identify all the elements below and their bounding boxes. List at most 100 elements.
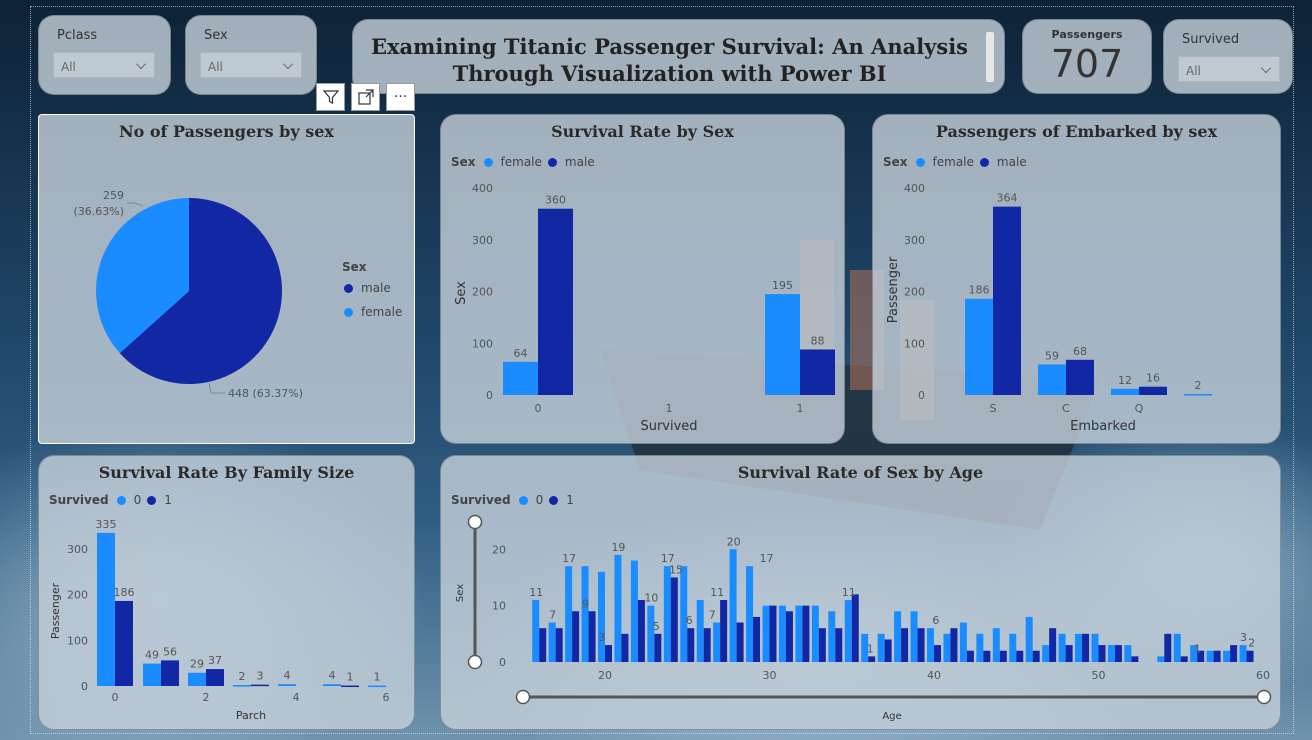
bar-female[interactable] bbox=[965, 298, 993, 395]
bar-0[interactable] bbox=[97, 532, 115, 686]
pie-slice-female[interactable] bbox=[95, 198, 189, 354]
bar-survived-1[interactable] bbox=[670, 577, 678, 662]
bar-survived-1[interactable] bbox=[950, 628, 958, 662]
title-scrollbar[interactable] bbox=[986, 32, 994, 82]
bar-survived-0[interactable] bbox=[581, 566, 589, 662]
bar-survived-1[interactable] bbox=[637, 600, 645, 662]
bar-survived-1[interactable] bbox=[687, 628, 695, 662]
bar-0[interactable] bbox=[368, 685, 386, 688]
survived-dropdown[interactable]: All bbox=[1178, 56, 1280, 82]
legend-label[interactable]: male bbox=[996, 155, 1027, 169]
bar-survived-1[interactable] bbox=[1246, 650, 1254, 662]
bar-survived-0[interactable] bbox=[910, 611, 918, 662]
bar-survived-0[interactable] bbox=[1239, 645, 1247, 662]
bar-survived-1[interactable] bbox=[1114, 645, 1122, 662]
bar-survived-0[interactable] bbox=[762, 605, 770, 662]
legend-item-male[interactable]: male bbox=[344, 281, 391, 295]
bar-survived-1[interactable] bbox=[555, 628, 563, 662]
bar-survived-0[interactable] bbox=[959, 622, 967, 662]
legend-label[interactable]: female bbox=[500, 155, 542, 169]
bar-survived-0[interactable] bbox=[746, 566, 754, 662]
passengers-by-sex-card[interactable]: No of Passengers by sex 448 (63.37%)259(… bbox=[38, 114, 415, 444]
bar-survived-0[interactable] bbox=[630, 560, 638, 662]
bar-survived-1[interactable] bbox=[736, 622, 744, 662]
bar-male[interactable] bbox=[1066, 359, 1094, 395]
bar-1[interactable] bbox=[115, 600, 133, 686]
bar-1[interactable] bbox=[251, 684, 269, 687]
bar-survived-1[interactable] bbox=[1032, 650, 1040, 662]
bar-survived-0[interactable] bbox=[565, 566, 573, 662]
bar-survived-1[interactable] bbox=[884, 639, 892, 662]
bar-survived-1[interactable] bbox=[1016, 650, 1024, 662]
bar-survived-0[interactable] bbox=[828, 611, 836, 662]
bar-survived-1[interactable] bbox=[621, 633, 629, 662]
bar-male[interactable] bbox=[1139, 386, 1167, 395]
bar-survived-0[interactable] bbox=[713, 622, 721, 662]
bar-0[interactable] bbox=[143, 663, 161, 686]
bar-survived-0[interactable] bbox=[1157, 656, 1165, 662]
bar-survived-0[interactable] bbox=[976, 633, 984, 662]
bar-survived-1[interactable] bbox=[753, 616, 761, 662]
embarked-by-sex-card[interactable]: Passengers of Embarked by sex Sex female… bbox=[872, 114, 1281, 444]
bar-survived-1[interactable] bbox=[1098, 645, 1106, 662]
bar-male[interactable] bbox=[800, 349, 835, 395]
bar-1[interactable] bbox=[341, 685, 359, 688]
bar-female[interactable] bbox=[765, 294, 800, 395]
bar-survived-0[interactable] bbox=[729, 549, 737, 662]
bar-survived-1[interactable] bbox=[1197, 650, 1205, 662]
bar-survived-0[interactable] bbox=[992, 628, 1000, 662]
bar-survived-1[interactable] bbox=[720, 600, 728, 662]
bar-survived-0[interactable] bbox=[894, 611, 902, 662]
bar-survived-1[interactable] bbox=[654, 633, 662, 662]
bar-male[interactable] bbox=[993, 206, 1021, 395]
bar-survived-0[interactable] bbox=[1042, 645, 1050, 662]
bar-survived-0[interactable] bbox=[647, 605, 655, 662]
bar-survived-1[interactable] bbox=[588, 611, 596, 662]
bar-survived-1[interactable] bbox=[835, 628, 843, 662]
bar-survived-0[interactable] bbox=[680, 566, 688, 662]
focus-mode-button[interactable] bbox=[351, 83, 380, 111]
bar-survived-1[interactable] bbox=[1164, 633, 1172, 662]
bar-survived-1[interactable] bbox=[1131, 656, 1139, 662]
bar-survived-1[interactable] bbox=[605, 645, 612, 662]
bar-survived-0[interactable] bbox=[1058, 633, 1066, 662]
bar-0[interactable] bbox=[188, 672, 206, 686]
bar-survived-0[interactable] bbox=[844, 600, 852, 662]
bar-survived-0[interactable] bbox=[614, 554, 622, 662]
bar-survived-1[interactable] bbox=[1065, 645, 1073, 662]
y-range-slider-handle-bottom[interactable] bbox=[467, 654, 483, 670]
bar-survived-1[interactable] bbox=[901, 628, 909, 662]
bar-1[interactable] bbox=[206, 669, 224, 686]
bar-survived-1[interactable] bbox=[966, 650, 974, 662]
bar-survived-1[interactable] bbox=[539, 628, 547, 662]
bar-survived-1[interactable] bbox=[802, 605, 810, 662]
bar-survived-0[interactable] bbox=[795, 605, 803, 662]
bar-survived-1[interactable] bbox=[572, 611, 580, 662]
bar-survived-0[interactable] bbox=[1190, 645, 1198, 662]
bar-survived-1[interactable] bbox=[1213, 650, 1221, 662]
legend-label[interactable]: male bbox=[564, 155, 595, 169]
bar-survived-1[interactable] bbox=[983, 650, 991, 662]
legend-label[interactable]: 0 bbox=[133, 493, 142, 507]
bar-survived-0[interactable] bbox=[927, 628, 934, 662]
bar-survived-1[interactable] bbox=[917, 628, 925, 662]
bar-survived-0[interactable] bbox=[598, 571, 605, 662]
bar-survived-0[interactable] bbox=[811, 605, 819, 662]
pclass-dropdown[interactable]: All bbox=[53, 52, 155, 78]
bar-survived-1[interactable] bbox=[999, 650, 1007, 662]
bar-survived-0[interactable] bbox=[1107, 645, 1115, 662]
family-size-card[interactable]: Survival Rate By Family Size Survived 0 … bbox=[38, 455, 415, 730]
sex-dropdown[interactable]: All bbox=[200, 52, 302, 78]
x-range-slider-handle-left[interactable] bbox=[515, 689, 531, 705]
bar-0[interactable] bbox=[278, 684, 296, 686]
bar-female[interactable] bbox=[503, 361, 538, 395]
more-options-button[interactable]: ··· bbox=[386, 83, 415, 111]
bar-survived-1[interactable] bbox=[818, 628, 826, 662]
x-range-slider-handle-right[interactable] bbox=[1256, 689, 1272, 705]
bar-survived-0[interactable] bbox=[1009, 633, 1017, 662]
legend-label[interactable]: 0 bbox=[535, 493, 544, 507]
bar-survived-1[interactable] bbox=[1230, 645, 1238, 662]
filter-button[interactable] bbox=[316, 83, 345, 111]
legend-item-female[interactable]: female bbox=[344, 305, 402, 319]
